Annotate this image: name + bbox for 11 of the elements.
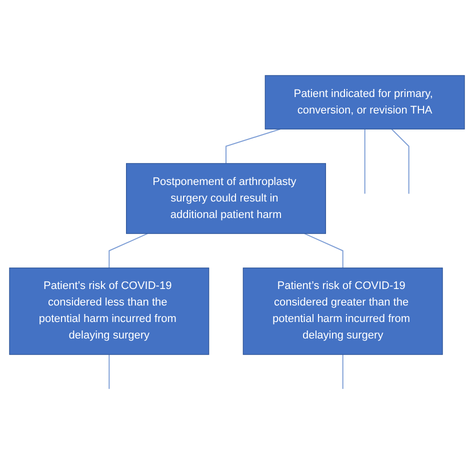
connector [226,128,280,164]
connector [391,128,410,194]
connector [108,354,110,389]
connector [304,233,344,268]
node-box: Patient’s risk of COVID-19 considered less than the potential harm incurred from delaying surgery [9,268,210,355]
node-box: Patient indicated for primary, conversion, or revision THA [264,75,465,130]
node-box: Patient’s risk of COVID-19 considered greater than the potential harm incurred from delaying surgery [242,268,443,355]
connector [108,233,148,268]
connector [342,354,344,389]
node-box: Postponement of arthroplasty surgery could result in additional patient harm [126,163,326,234]
connector [364,129,366,194]
